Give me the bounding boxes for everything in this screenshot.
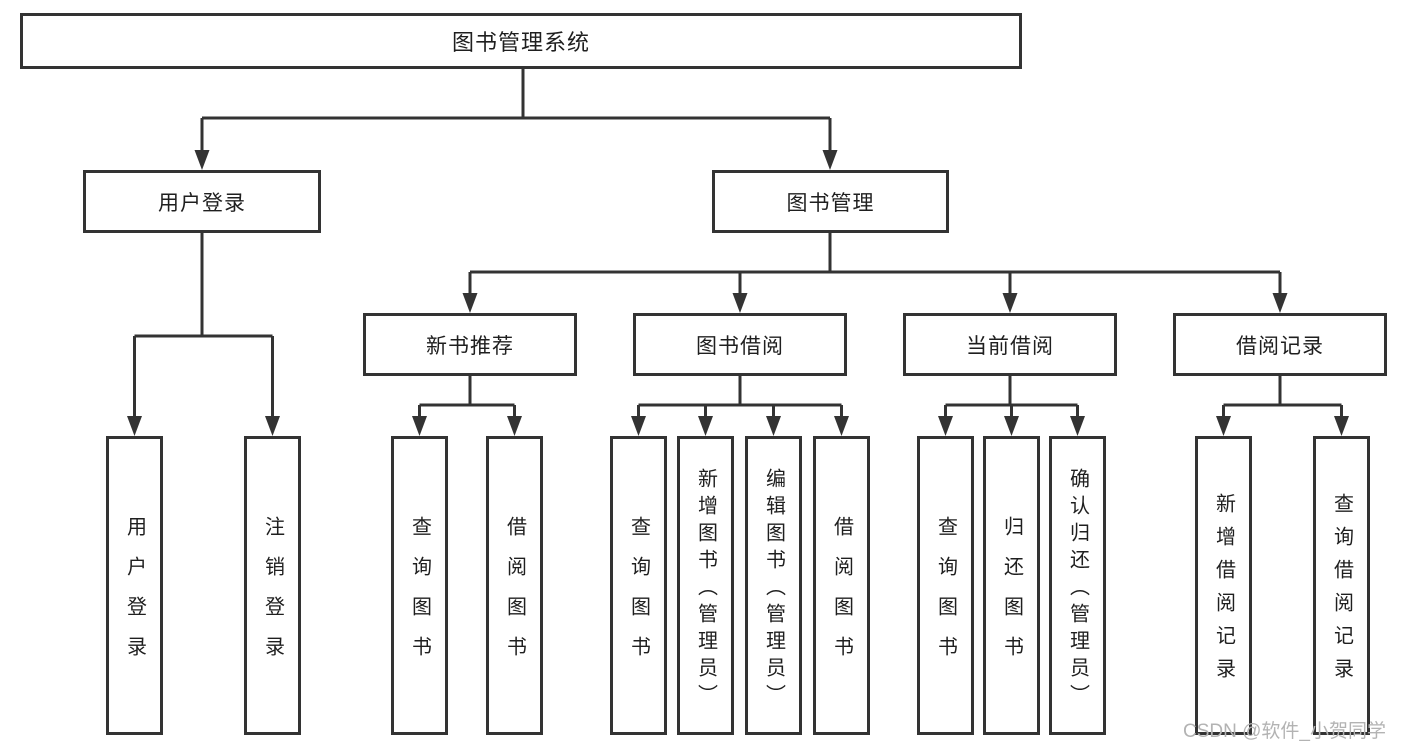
node-label: 当前借阅 (966, 334, 1054, 358)
leaf-user-login: 用户登录 (106, 436, 163, 735)
node-label: 借阅记录 (1236, 334, 1324, 358)
leaf-query-books-new: 查询图书 (391, 436, 448, 735)
node-new-book-recommendation: 新书推荐 (363, 313, 577, 376)
leaf-return-books: 归还图书 (983, 436, 1040, 735)
node-book-borrowing: 图书借阅 (633, 313, 847, 376)
node-label: 查询图书 (408, 515, 431, 676)
node-label: 新增图书（管理员） (694, 467, 717, 711)
leaf-confirm-return-admin: 确认归还（管理员） (1049, 436, 1106, 735)
node-library-management-system: 图书管理系统 (20, 13, 1022, 69)
node-label: 图书借阅 (696, 334, 784, 358)
node-label: 借阅图书 (830, 515, 853, 676)
leaf-add-borrow-record: 新增借阅记录 (1195, 436, 1252, 735)
node-label: 确认归还（管理员） (1066, 467, 1089, 711)
node-label: 编辑图书（管理员） (762, 467, 785, 711)
node-label: 新书推荐 (426, 334, 514, 358)
node-label: 用户登录 (158, 191, 246, 215)
node-label: 注销登录 (261, 515, 284, 676)
node-label: 查询图书 (627, 515, 650, 676)
leaf-edit-book-admin: 编辑图书（管理员） (745, 436, 802, 735)
leaf-query-books-current: 查询图书 (917, 436, 974, 735)
leaf-logout: 注销登录 (244, 436, 301, 735)
leaf-query-books-borrowing: 查询图书 (610, 436, 667, 735)
leaf-borrow-books-new: 借阅图书 (486, 436, 543, 735)
node-current-borrowing: 当前借阅 (903, 313, 1117, 376)
node-label: 归还图书 (1000, 515, 1023, 676)
node-borrowing-records: 借阅记录 (1173, 313, 1387, 376)
node-label: 查询图书 (934, 515, 957, 676)
node-label: 用户登录 (123, 515, 146, 676)
node-user-login: 用户登录 (83, 170, 321, 233)
node-label: 图书管理系统 (451, 30, 590, 55)
csdn-watermark: CSDN @软件_小贺同学 (1183, 721, 1386, 742)
arrowhead-icons (127, 150, 1349, 436)
node-label: 图书管理 (786, 191, 875, 215)
node-label: 查询借阅记录 (1330, 493, 1353, 691)
leaf-borrow-books-borrowing: 借阅图书 (813, 436, 870, 735)
node-label: 借阅图书 (503, 515, 526, 676)
leaf-query-borrow-record: 查询借阅记录 (1313, 436, 1370, 735)
node-label: 新增借阅记录 (1212, 493, 1235, 691)
leaf-add-book-admin: 新增图书（管理员） (677, 436, 734, 735)
node-book-management: 图书管理 (712, 170, 949, 233)
